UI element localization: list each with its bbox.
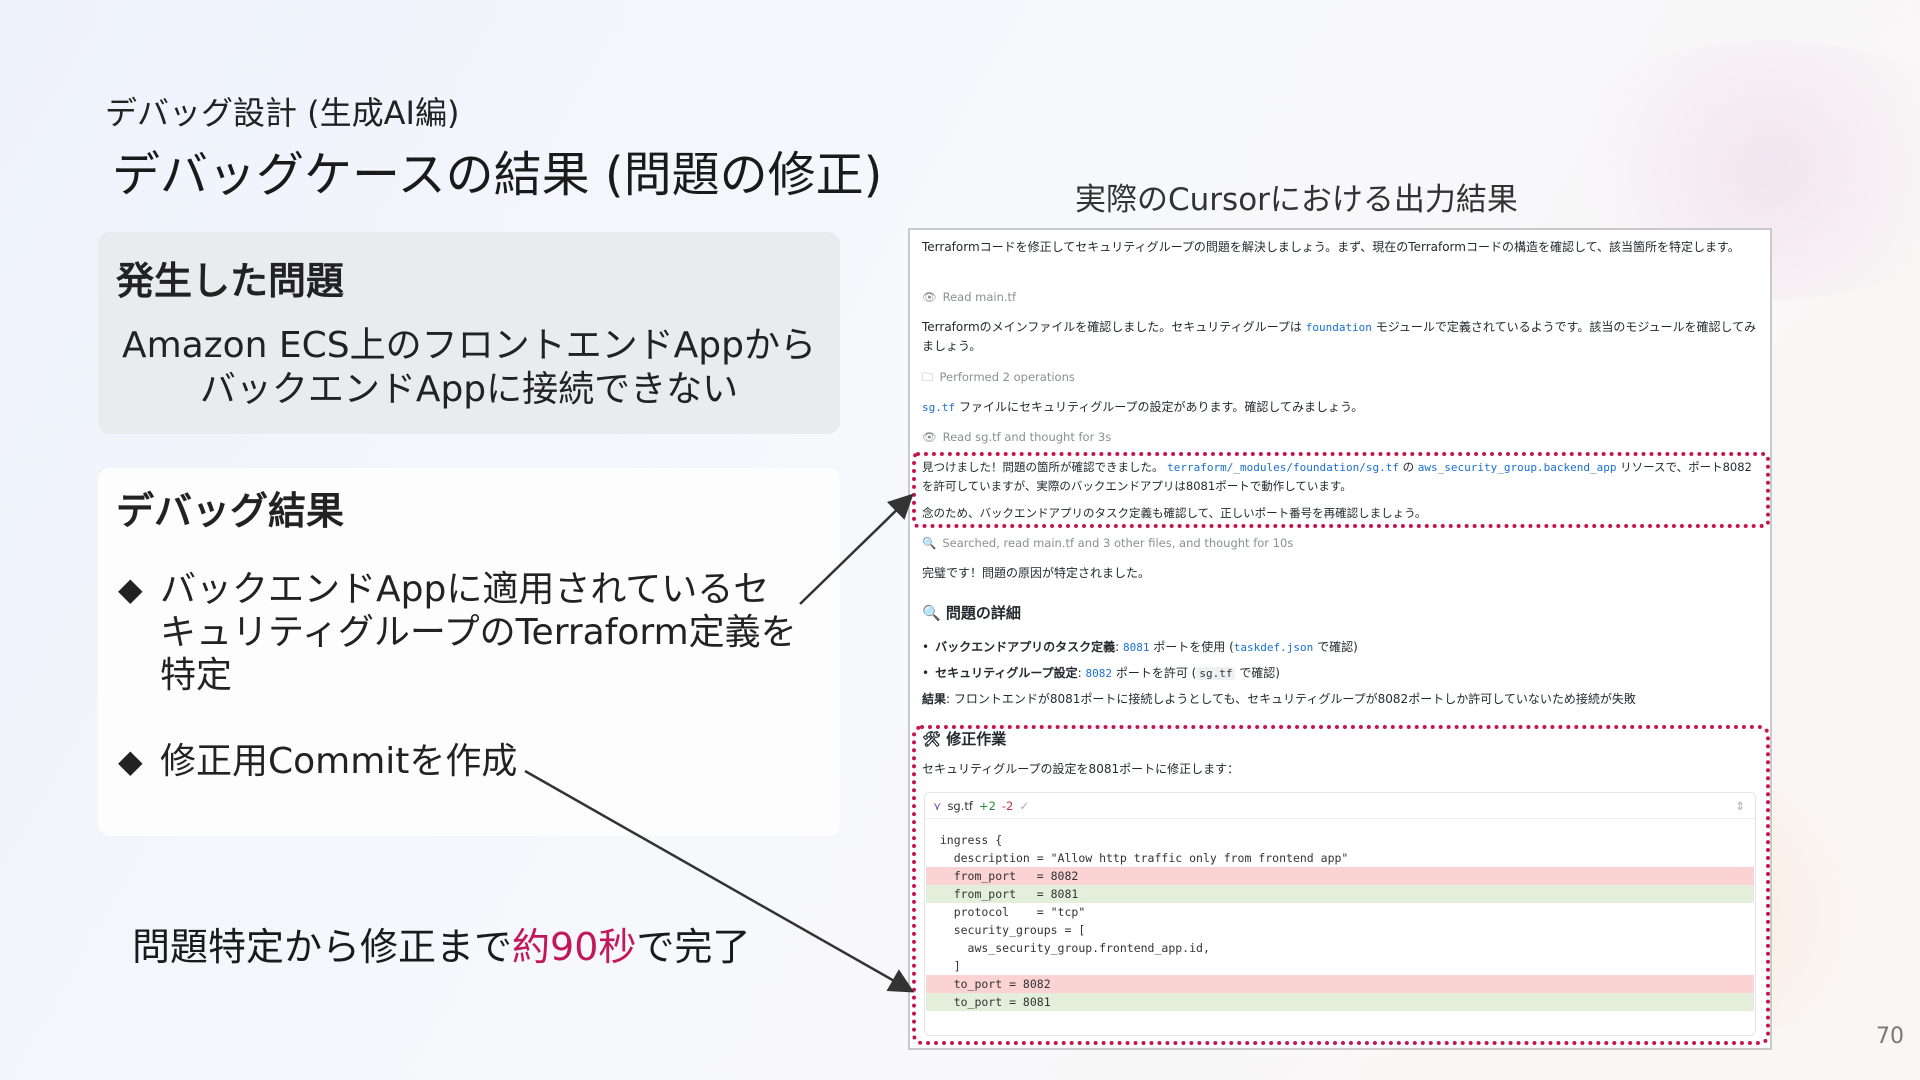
detail-label: セキュリティグループ設定 xyxy=(935,666,1078,680)
diff-filename: sg.tf xyxy=(947,798,973,813)
footer-highlight: 約90秒 xyxy=(512,925,637,969)
footer-note: 問題特定から修正まで約90秒で完了 xyxy=(132,916,750,971)
chat-message: 念のため、バックエンドアプリのタスク定義も確認して、正しいポート番号を再確認しま… xyxy=(922,506,1427,520)
detail-heading: 問題の詳細 xyxy=(945,604,1021,622)
detail-heading-row: 🔍 問題の詳細 xyxy=(922,604,1758,623)
diff-removed-line: to_port = 8082 xyxy=(926,975,1754,993)
eye-icon: 👁 xyxy=(922,290,937,304)
diff-added-count: +2 xyxy=(978,798,996,813)
page-number: 70 xyxy=(1876,1024,1904,1049)
detail-item: • セキュリティグループ設定: 8082 ポートを許可 (sg.tf で確認) xyxy=(922,664,1758,683)
tool-step-label: Performed 2 operations xyxy=(939,370,1075,384)
result-bullet-text: バックエンドAppに適用されているセキュリティグループのTerraform定義を… xyxy=(160,569,797,696)
detail-text: で確認) xyxy=(1317,640,1358,654)
file-code: taskdef.json xyxy=(1233,641,1314,654)
fix-description: セキュリティグループの設定を8081ポートに修正します： xyxy=(922,762,1240,776)
inline-code: aws_security_group.backend_app xyxy=(1417,461,1617,474)
highlight-box xyxy=(912,725,1770,1045)
code-line: security_groups = [ xyxy=(926,923,1086,937)
bullet-dot: • xyxy=(922,640,930,654)
expand-icon[interactable]: ⇕ xyxy=(1735,798,1745,813)
slide-subtitle: デバッグ設計 (生成AI編) xyxy=(105,94,460,132)
result-bullet: ◆ バックエンドAppに適用されているセキュリティグループのTerraform定… xyxy=(118,568,800,697)
slide-title: デバッグケースの結果 (問題の修正) xyxy=(112,147,883,203)
msg-text: 見つけました！問題の箇所が確認できました。 xyxy=(922,460,1164,474)
problem-line: Amazon ECS上のフロントエンドAppから xyxy=(121,325,816,366)
check-icon: ✓ xyxy=(1019,798,1030,813)
code-line: ] xyxy=(926,959,961,973)
diamond-bullet-icon: ◆ xyxy=(118,570,143,608)
code-line: protocol = "tcp" xyxy=(926,905,1086,919)
code-line: ingress { xyxy=(926,833,1003,847)
diamond-bullet-icon: ◆ xyxy=(118,742,143,780)
problem-body: Amazon ECS上のフロントエンドAppから バックエンドAppに接続できな… xyxy=(98,324,840,412)
detail-text: ポートを許可 ( xyxy=(1115,666,1197,680)
diff-header[interactable]: ⋎ sg.tf +2 -2 ✓ ⇕ xyxy=(925,793,1755,819)
result-heading: デバッグ結果 xyxy=(116,489,345,533)
code-line: description = "Allow http traffic only f… xyxy=(926,851,1349,865)
detail-text: で確認) xyxy=(1239,666,1280,680)
problem-heading: 発生した問題 xyxy=(116,259,345,303)
diff-added-line: to_port = 8081 xyxy=(926,993,1754,1011)
inline-code: foundation xyxy=(1305,321,1372,334)
tools-icon: 🛠 xyxy=(922,730,942,748)
screenshot-caption: 実際のCursorにおける出力結果 xyxy=(1075,182,1518,218)
detail-text: ポートを使用 ( xyxy=(1153,640,1234,654)
detail-label: バックエンドアプリのタスク定義 xyxy=(935,640,1116,654)
bullet-dot: • xyxy=(922,666,930,680)
diff-removed-count: -2 xyxy=(1001,798,1014,813)
msg-text: モジュールで定義されているようです。該当のモジュールを確認してみましょう。 xyxy=(922,320,1757,353)
problem-panel: 発生した問題 Amazon ECS上のフロントエンドAppから バックエンドAp… xyxy=(98,232,840,434)
result-label: 結果 xyxy=(922,692,947,706)
fix-heading-row: 🛠 修正作業 xyxy=(922,730,1758,749)
folder-icon: 🗀 xyxy=(922,370,934,384)
msg-text: ファイルにセキュリティグループの設定があります。確認してみましょう。 xyxy=(958,400,1364,414)
result-panel: デバッグ結果 ◆ バックエンドAppに適用されているセキュリティグループのTer… xyxy=(98,468,840,836)
tool-step[interactable]: 🗀 Performed 2 operations xyxy=(922,368,1758,387)
terraform-icon: ⋎ xyxy=(933,798,942,813)
chat-message: Terraformコードを修正してセキュリティグループの問題を解決しましょう。ま… xyxy=(922,240,1740,254)
footer-after: で完了 xyxy=(636,925,751,969)
file-chip: sg.tf xyxy=(1196,667,1236,680)
tool-step-label: Read main.tf xyxy=(942,290,1017,304)
eye-icon: 👁 xyxy=(922,430,937,444)
detail-item: • バックエンドアプリのタスク定義: 8081 ポートを使用 (taskdef.… xyxy=(922,638,1758,657)
chat-message: 完璧です！問題の原因が特定されました。 xyxy=(922,566,1151,580)
chat-message: 見つけました！問題の箇所が確認できました。 terraform/_modules… xyxy=(922,458,1758,496)
footer-before: 問題特定から修正まで xyxy=(132,925,513,969)
problem-line: バックエンドAppに接続できない xyxy=(199,369,739,410)
chat-message: Terraformのメインファイルを確認しました。セキュリティグループは fou… xyxy=(922,318,1758,356)
inline-code: terraform/_modules/foundation/sg.tf xyxy=(1167,461,1399,474)
diff-view: ⋎ sg.tf +2 -2 ✓ ⇕ ingress { description … xyxy=(924,792,1756,1036)
inline-code: sg.tf xyxy=(922,401,956,414)
magnifier-icon: 🔍 xyxy=(922,604,941,622)
result-line: 結果: フロントエンドが8081ポートに接続しようとしても、セキュリティグループ… xyxy=(922,690,1758,709)
code-line: aws_security_group.frontend_app.id, xyxy=(926,941,1210,955)
tool-step-label: Searched, read main.tf and 3 other files… xyxy=(942,536,1294,550)
tool-step-label: Read sg.tf and thought for 3s xyxy=(942,430,1112,444)
diff-added-line: from_port = 8081 xyxy=(926,885,1754,903)
port-code: 8082 xyxy=(1085,667,1113,680)
highlight-box xyxy=(912,452,1770,528)
msg-text: の xyxy=(1402,460,1415,474)
chat-message: sg.tf ファイルにセキュリティグループの設定があります。確認してみましょう。 xyxy=(922,398,1758,417)
cursor-screenshot: Terraformコードを修正してセキュリティグループの問題を解決しましょう。ま… xyxy=(908,228,1772,1050)
result-bullet-text: 修正用Commitを作成 xyxy=(160,741,518,782)
result-text: : フロントエンドが8081ポートに接続しようとしても、セキュリティグループが8… xyxy=(946,692,1636,706)
port-code: 8081 xyxy=(1122,641,1150,654)
msg-text: Terraformのメインファイルを確認しました。セキュリティグループは xyxy=(922,320,1302,334)
fix-heading: 修正作業 xyxy=(946,730,1007,748)
msg-text: リソースで、ポート8082を許可していますが、実際のバックエンドアプリは8081… xyxy=(922,460,1752,493)
tool-step[interactable]: 👁 Read main.tf xyxy=(922,288,1758,307)
tool-step[interactable]: 🔍 Searched, read main.tf and 3 other file… xyxy=(922,534,1758,553)
result-bullet: ◆ 修正用Commitを作成 xyxy=(118,740,800,783)
diff-removed-line: from_port = 8082 xyxy=(926,867,1754,885)
search-icon: 🔍 xyxy=(922,536,937,550)
tool-step[interactable]: 👁 Read sg.tf and thought for 3s xyxy=(922,428,1758,447)
